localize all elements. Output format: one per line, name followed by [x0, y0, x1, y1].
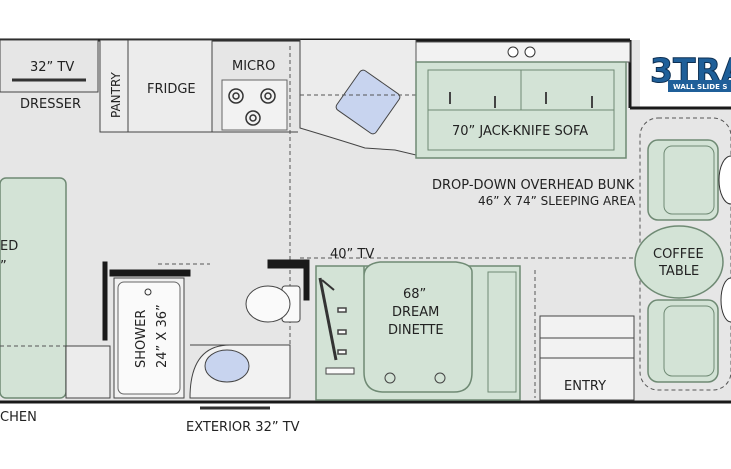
coffee-table-label-1: COFFEE	[653, 247, 704, 262]
dresser	[0, 39, 99, 93]
coffee-table	[634, 225, 724, 299]
bath-sink	[204, 349, 250, 383]
pantry	[99, 39, 129, 133]
shower-drain-icon	[144, 288, 152, 296]
kitchen-sink	[335, 69, 401, 135]
cab-chair-bottom	[647, 299, 719, 383]
tv-40-label: 40” TV	[330, 247, 374, 262]
bath-walls	[102, 259, 310, 341]
sofa-label: 70” JACK-KNIFE SOFA	[452, 124, 588, 139]
fridge-label: FRIDGE	[147, 82, 196, 97]
kitchen-label-partial: CHEN	[0, 410, 37, 425]
brand-logo: 3TRA WALL SLIDE S	[646, 46, 731, 94]
cab-chair-top	[647, 139, 719, 221]
bath-vanity	[189, 344, 291, 399]
tv-32-label: 32” TV	[30, 60, 74, 75]
fridge	[127, 39, 213, 133]
lower-cabinet	[65, 345, 111, 399]
toilet-icon	[245, 285, 301, 323]
dashed-overhang-lines	[289, 46, 416, 395]
dream-dinette	[315, 261, 521, 401]
sofa-top-counter	[415, 41, 631, 63]
bed	[0, 177, 67, 399]
dresser-label: DRESSER	[20, 97, 81, 112]
coffee-table-label-2: TABLE	[658, 264, 699, 279]
exterior-tv-label: EXTERIOR 32” TV	[186, 420, 300, 435]
steering-wheel-icon	[718, 155, 731, 205]
shower-label-2: 24” X 36”	[155, 304, 170, 368]
bunk-size: 46” X 74” SLEEPING AREA	[478, 194, 636, 208]
entry-label: ENTRY	[564, 379, 606, 394]
dinette-label-3: DINETTE	[388, 323, 444, 338]
micro-label: MICRO	[232, 59, 275, 74]
cab-seat-icon	[720, 277, 731, 323]
dinette-label-2: DREAM	[392, 305, 439, 320]
brand-tagline: WALL SLIDE S	[673, 83, 727, 91]
stove-burner-icon	[228, 88, 276, 126]
dinette-label-1: 68”	[403, 287, 426, 302]
shower-label-1: SHOWER	[134, 310, 149, 368]
outlet-icon	[507, 46, 519, 58]
bunk-title: DROP-DOWN OVERHEAD BUNK	[432, 178, 635, 193]
entry-steps	[539, 315, 635, 401]
pantry-label: PANTRY	[109, 71, 123, 118]
bed-label-quote: ”	[0, 259, 7, 274]
outlet-icon	[524, 46, 536, 58]
jack-knife-sofa	[415, 61, 627, 159]
bed-label-partial: ED	[0, 239, 18, 254]
